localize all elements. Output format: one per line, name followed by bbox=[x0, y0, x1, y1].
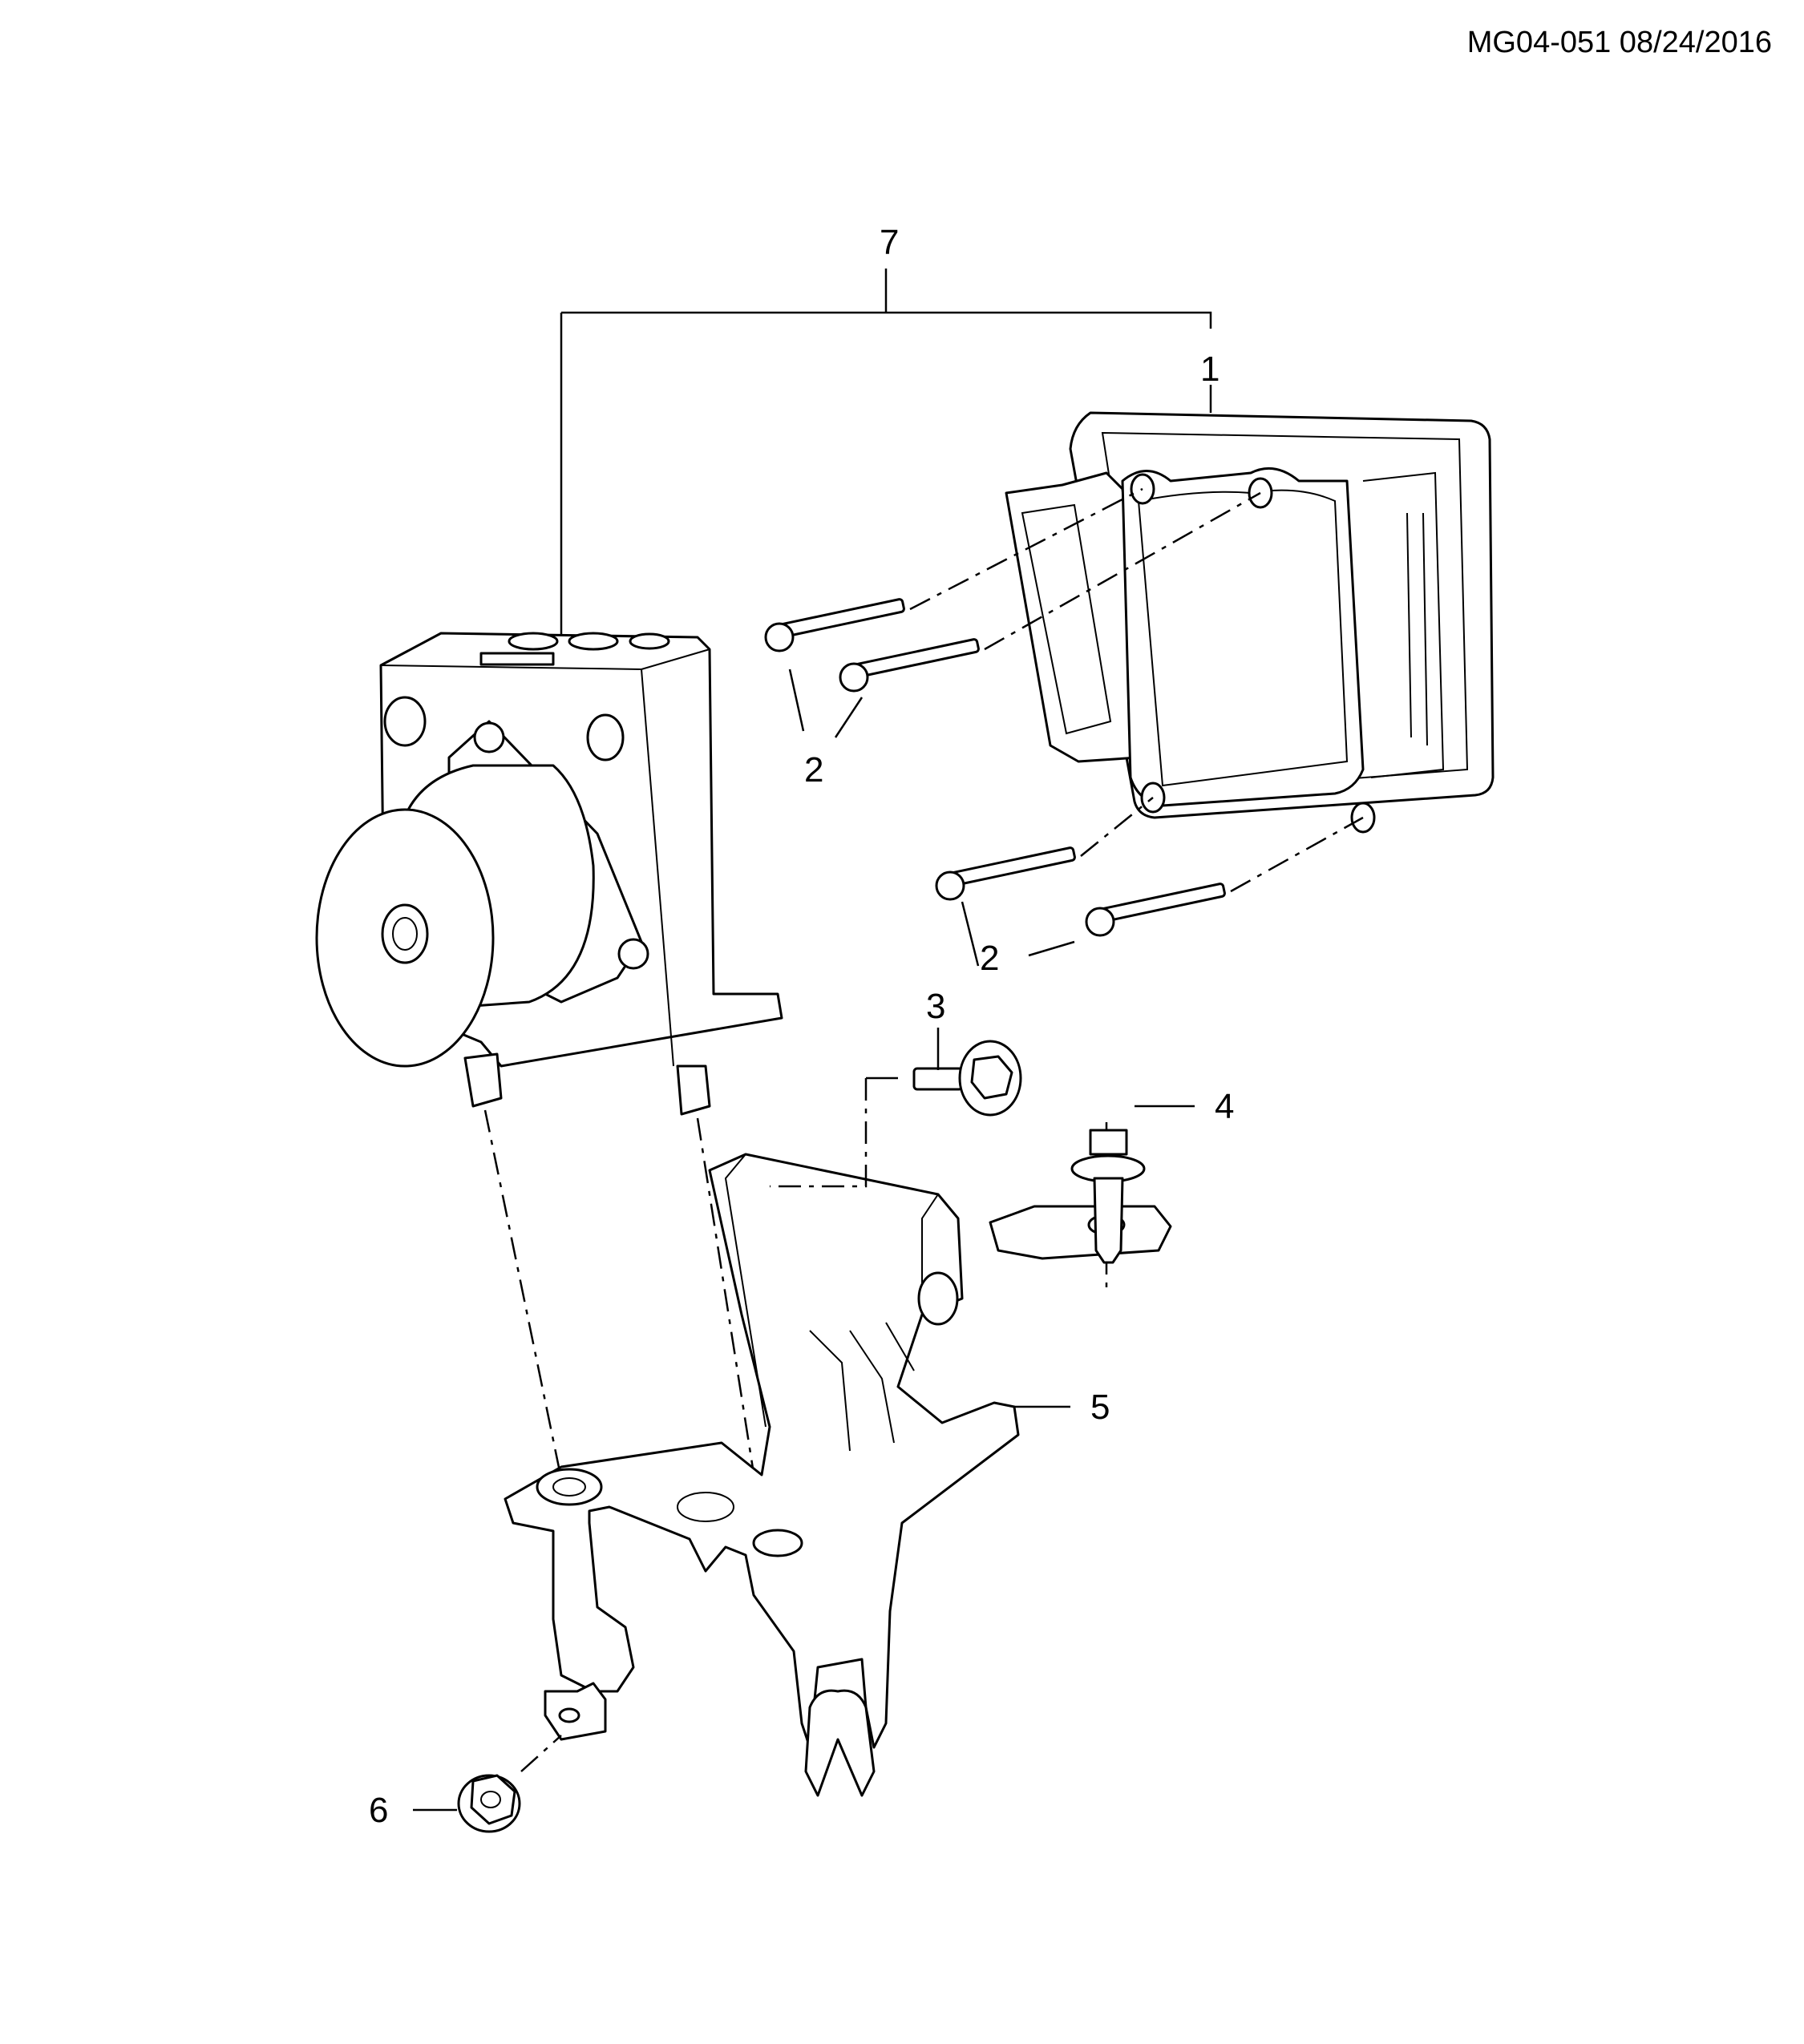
modulator-alignment-lines bbox=[483, 1109, 759, 1500]
bracket-alignment-line-3 bbox=[770, 1077, 898, 1188]
flange-nut-6 bbox=[457, 1774, 521, 1833]
callout-2-upper: 2 bbox=[804, 750, 823, 790]
flange-bolt-3 bbox=[912, 1040, 1022, 1117]
callout-1: 1 bbox=[1200, 349, 1220, 389]
leader-lines bbox=[413, 385, 1212, 1812]
bolt-2-bottom-right bbox=[1085, 883, 1226, 937]
bolt-2-bottom-left bbox=[935, 846, 1076, 901]
assembly-bracket-7 bbox=[560, 269, 1212, 637]
callout-4: 4 bbox=[1215, 1087, 1234, 1126]
bolt-alignment-lines bbox=[909, 487, 1364, 893]
callout-6: 6 bbox=[369, 1791, 388, 1830]
nut-alignment-line-6 bbox=[520, 1735, 562, 1772]
bolt-2-top-left bbox=[764, 598, 905, 652]
callout-7: 7 bbox=[880, 223, 899, 262]
mounting-bracket bbox=[504, 1153, 1172, 1797]
hydraulic-modulator bbox=[315, 632, 783, 1116]
bolt-2-top-right bbox=[839, 638, 980, 693]
callout-2-lower: 2 bbox=[980, 939, 999, 978]
flange-bolt-4 bbox=[1070, 1129, 1146, 1264]
callout-3: 3 bbox=[926, 987, 945, 1026]
control-module bbox=[1005, 411, 1495, 834]
diagram-reference: MG04-051 08/24/2016 bbox=[1466, 26, 1772, 59]
callout-5: 5 bbox=[1090, 1388, 1110, 1427]
